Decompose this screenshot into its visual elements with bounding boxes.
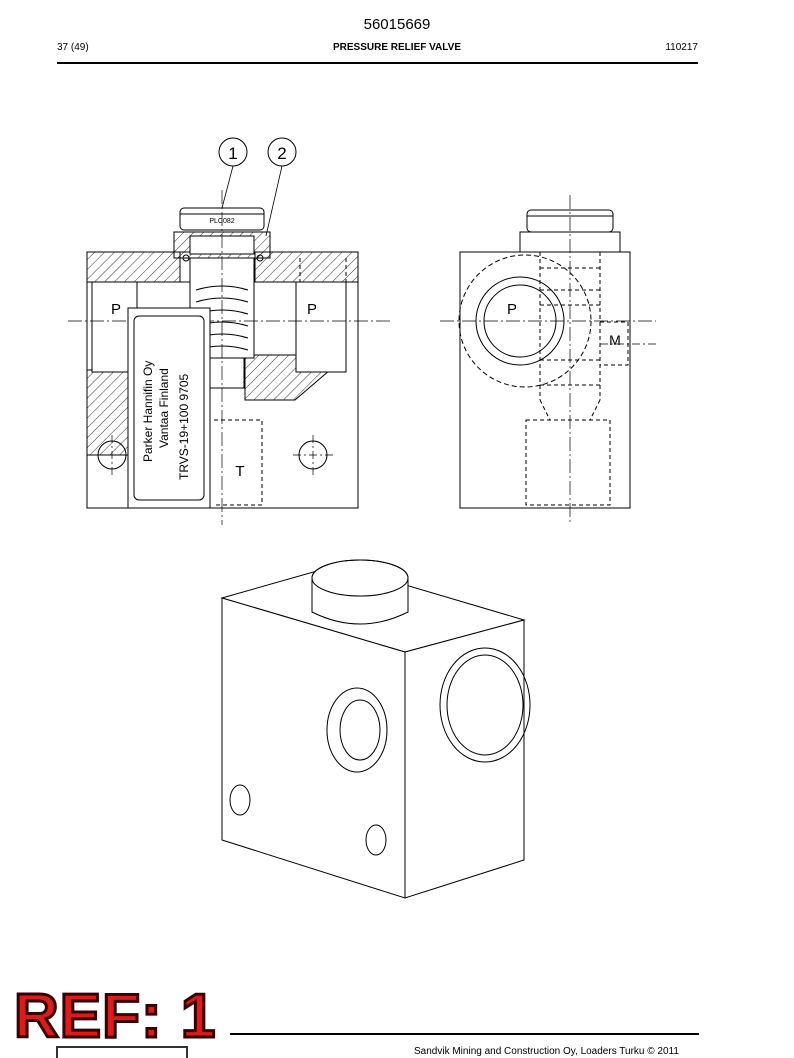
page-count: 37 (49): [57, 42, 89, 53]
port-label-p-right: P: [307, 301, 317, 318]
port-label-p-side: P: [507, 301, 517, 318]
document-date: 110217: [665, 42, 698, 53]
iso-mount-hole-right: [365, 824, 387, 856]
header-rule: [57, 62, 698, 64]
callout-bubble-2: [267, 137, 297, 167]
nameplate-border: [133, 315, 205, 501]
port-label-m: M: [609, 332, 621, 348]
nameplate-line-3: TRVS-19+100 9705: [177, 373, 191, 480]
side-block-outline: [459, 251, 631, 509]
nameplate-line-1: Parker Hannifin Oy: [141, 361, 155, 462]
iso-port-front-outer: [326, 687, 388, 773]
footer-rule: [230, 1033, 699, 1035]
port-label-t: T: [235, 463, 244, 480]
m-port-hidden: [600, 321, 629, 366]
cap-marking: PLC082: [209, 218, 234, 225]
poppet: [207, 357, 245, 389]
iso-port-side-outer: [439, 647, 531, 763]
tank-port-hidden: [214, 419, 263, 506]
ref-badge: REF: 1: [12, 982, 217, 1051]
nameplate-line-2: Vantaa Finland: [157, 368, 171, 448]
side-view: [440, 195, 656, 525]
front-section-view: [68, 137, 390, 525]
document-number: 56015669: [363, 16, 431, 33]
isometric-view: [220, 559, 531, 899]
callout-2: 2: [277, 144, 286, 163]
callout-bubble-1: [218, 137, 248, 167]
nameplate: [127, 307, 211, 509]
iso-port-side-inner: [446, 654, 524, 756]
copyright-text: Sandvik Mining and Construction Oy, Load…: [414, 1046, 679, 1057]
side-tank-hidden: [525, 419, 611, 506]
iso-side-face: [404, 619, 525, 899]
iso-mount-hole-left: [229, 784, 251, 816]
callout-1: 1: [228, 144, 237, 163]
iso-port-front-inner: [339, 699, 381, 761]
page-title: PRESSURE RELIEF VALVE: [333, 42, 461, 53]
port-bore-right: [295, 281, 347, 373]
port-label-p-left: P: [111, 301, 121, 318]
